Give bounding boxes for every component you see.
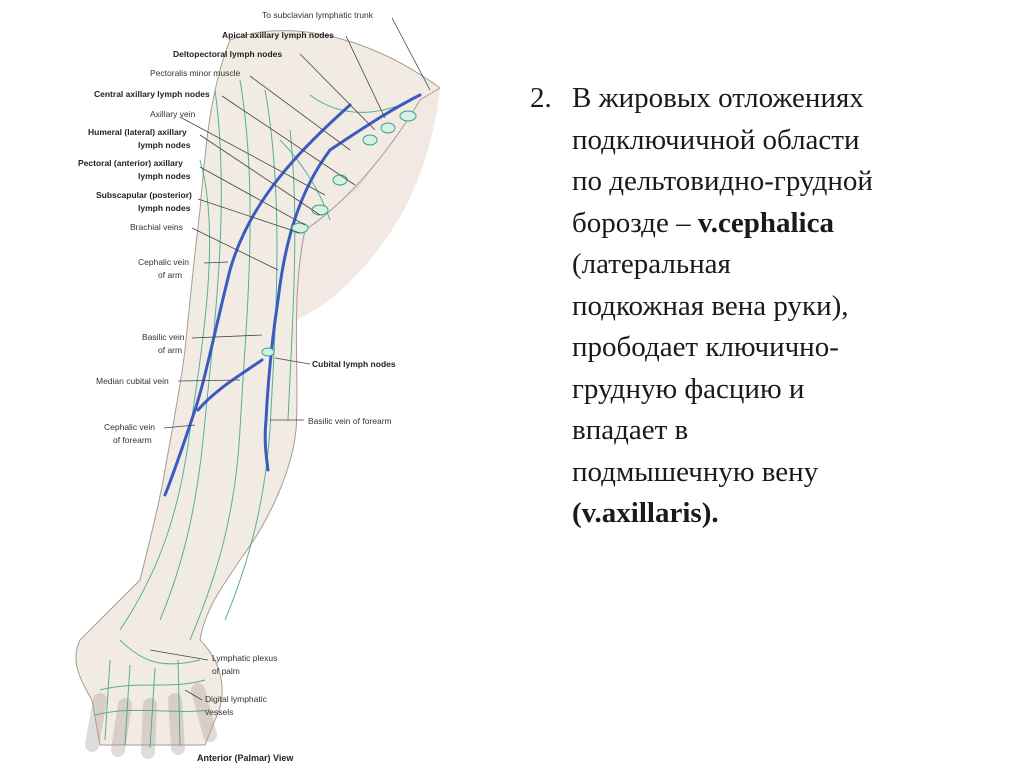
- label-subclavian-trunk: To subclavian lymphatic trunk: [262, 10, 374, 20]
- cephalic-vein: [163, 103, 352, 497]
- label-cephalic-arm-2: of arm: [158, 270, 182, 280]
- label-pectoral-axillary-2: lymph nodes: [138, 171, 191, 181]
- label-humeral-axillary-2: lymph nodes: [138, 140, 191, 150]
- label-axillary-vein: Axillary vein: [150, 109, 196, 119]
- text-line-1: В жировых отложениях: [572, 82, 864, 114]
- leader-lines: [149, 17, 431, 701]
- label-median-cubital: Median cubital vein: [96, 376, 169, 386]
- label-subscapular-1: Subscapular (posterior): [96, 190, 192, 200]
- label-central-axillary: Central axillary lymph nodes: [94, 89, 210, 99]
- label-cephalic-forearm-2: of forearm: [113, 435, 152, 445]
- label-apical-axillary: Apical axillary lymph nodes: [222, 30, 334, 40]
- text-line-5: (латеральная: [572, 248, 731, 280]
- list-number: 2.: [530, 82, 552, 114]
- text-lines: В жировых отложениях подключичной област…: [572, 78, 1000, 535]
- lymphatic-network: [94, 79, 401, 749]
- label-lymphatic-plexus-2: of palm: [212, 666, 240, 676]
- label-lymphatic-plexus-1: Lymphatic plexus: [212, 653, 277, 663]
- text-line-10: подмышечную вену: [572, 455, 819, 488]
- text-line-8: грудную фасцию и: [572, 372, 805, 405]
- text-line-9: впадает в: [572, 414, 689, 446]
- median-cubital-vein: [196, 358, 264, 412]
- label-cephalic-forearm-1: Cephalic vein: [104, 422, 155, 432]
- figure-caption: Anterior (Palmar) View: [197, 753, 294, 763]
- label-basilic-arm-1: Basilic vein: [142, 332, 185, 342]
- text-line-6: подкожная вена руки),: [572, 289, 849, 322]
- label-pectoral-axillary-1: Pectoral (anterior) axillary: [78, 158, 183, 168]
- arm-lymphatics-illustration: To subclavian lymphatic trunk Apical axi…: [0, 0, 500, 767]
- label-cephalic-arm-1: Cephalic vein: [138, 257, 189, 267]
- label-digital-lymphatic-2: vessels: [205, 707, 233, 717]
- basilic-vein: [263, 148, 332, 472]
- label-humeral-axillary-1: Humeral (lateral) axillary: [88, 127, 187, 137]
- label-basilic-forearm: Basilic vein of forearm: [308, 416, 392, 426]
- term-cephalica: v.cephalica: [697, 206, 834, 239]
- label-brachial-veins: Brachial veins: [130, 222, 183, 232]
- text-line-2: подключичной области: [572, 123, 860, 156]
- label-cubital-nodes: Cubital lymph nodes: [312, 359, 396, 369]
- label-deltopectoral: Deltopectoral lymph nodes: [173, 49, 282, 59]
- arm-outline: [75, 30, 441, 746]
- label-digital-lymphatic-1: Digital lymphatic: [205, 694, 268, 704]
- label-basilic-arm-2: of arm: [158, 345, 182, 355]
- axillary-vein: [328, 93, 422, 152]
- arm-diagram-svg: To subclavian lymphatic trunk Apical axi…: [75, 10, 441, 763]
- term-axillaris: (v.axillaris).: [572, 497, 719, 529]
- label-pectoralis-minor: Pectoralis minor muscle: [150, 68, 240, 78]
- text-line-4: борозде – v.cephalica: [572, 203, 1000, 245]
- description-text: 2. В жировых отложениях подключичной обл…: [530, 78, 1000, 535]
- text-line-4-pre: борозде –: [572, 206, 698, 239]
- text-line-7: прободает ключично-: [572, 331, 839, 363]
- text-line-3: по дельтовидно-грудной: [572, 165, 873, 197]
- label-subscapular-2: lymph nodes: [138, 203, 191, 213]
- fingers: [85, 683, 217, 759]
- veins: [163, 93, 422, 497]
